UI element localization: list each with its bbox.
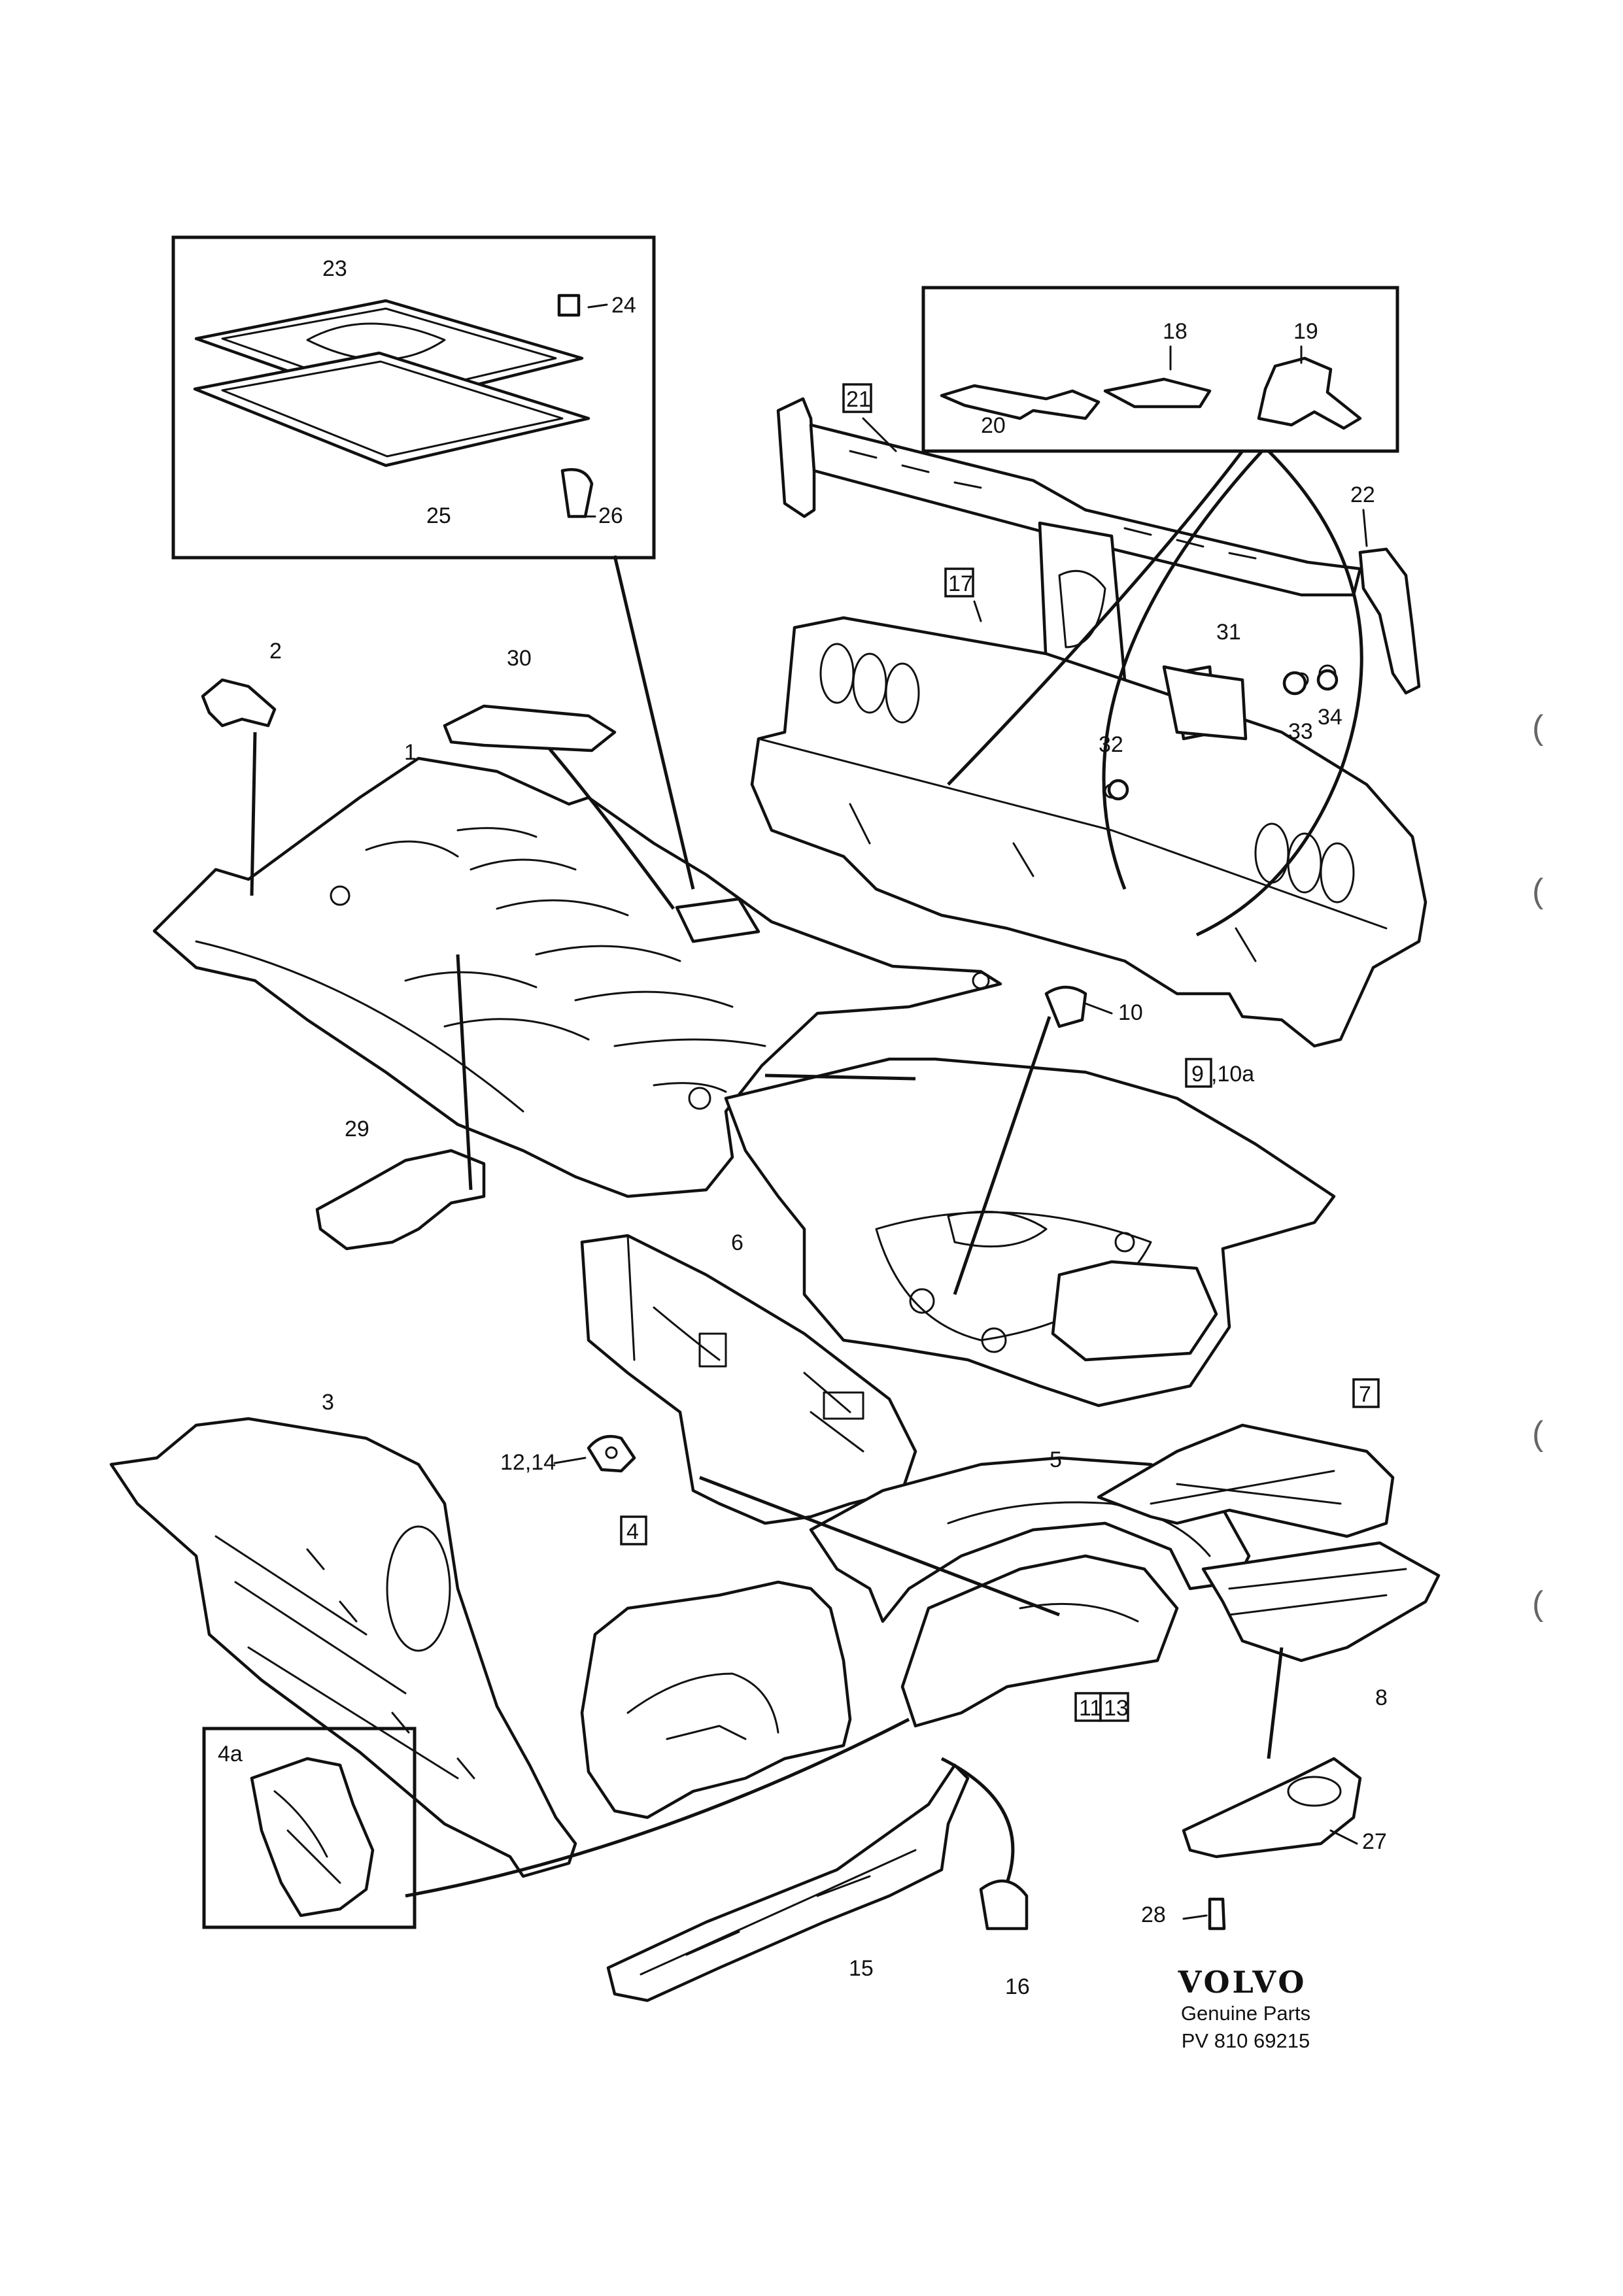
callout-29: 29	[345, 1117, 369, 1141]
callout-23: 23	[322, 256, 347, 281]
brackets-31-34	[1107, 665, 1339, 801]
inset-box-4a	[202, 1727, 417, 1929]
callout-34: 34	[1318, 705, 1342, 730]
callout-27: 27	[1362, 1829, 1387, 1854]
floor-panel	[152, 756, 1002, 1198]
callout-26: 26	[598, 503, 623, 528]
callout-2: 2	[269, 639, 282, 664]
callout-10a: ,10a	[1211, 1062, 1254, 1087]
callout-labels: 1 2 3 4 4a 5 6 7 8 9 ,10a 10 11 13 12,14…	[218, 256, 1388, 1999]
callout-28: 28	[1141, 1902, 1166, 1927]
bracket-2	[201, 678, 277, 728]
callout-9: 9	[1191, 1062, 1204, 1087]
callout-25: 25	[426, 503, 451, 528]
sill-member	[606, 1763, 970, 2002]
brand-name: VOLVO	[1178, 1965, 1307, 2000]
rear-floor-section	[1097, 1423, 1441, 1663]
callout-18: 18	[1163, 319, 1187, 344]
callout-21: 21	[846, 387, 871, 412]
inset-box-floor-cover	[171, 235, 656, 560]
callout-4a: 4a	[218, 1742, 243, 1766]
callout-4: 4	[626, 1519, 639, 1544]
callout-24: 24	[611, 293, 636, 318]
callout-11: 11	[1079, 1696, 1102, 1721]
grommet-16	[979, 1879, 1029, 1931]
callout-6: 6	[731, 1230, 743, 1255]
callout-3: 3	[322, 1390, 334, 1415]
callout-19: 19	[1293, 319, 1318, 344]
callout-30: 30	[507, 646, 532, 671]
volvo-logo: VOLVO Genuine Parts PV 810 69215	[1178, 1965, 1310, 2052]
svg-text:(: (	[1532, 1415, 1544, 1453]
drawing-code: PV 810 69215	[1182, 2029, 1310, 2052]
binding-marks: ( ( ( (	[1532, 709, 1544, 1623]
brand-subtitle: Genuine Parts	[1181, 2002, 1310, 2025]
callout-22: 22	[1350, 482, 1375, 507]
callout-8: 8	[1375, 1685, 1388, 1710]
leader-lines	[250, 450, 1363, 1898]
bracket-29	[315, 1149, 486, 1251]
callout-33: 33	[1288, 719, 1313, 744]
side-member	[580, 1234, 917, 1525]
side-panel	[109, 1417, 577, 1878]
callout-10: 10	[1118, 1000, 1143, 1025]
callout-15: 15	[849, 1956, 874, 1981]
inset-box-brackets	[921, 286, 1399, 453]
svg-text:(: (	[1532, 709, 1544, 747]
bracket-27	[1182, 1757, 1362, 1859]
callout-7: 7	[1359, 1382, 1371, 1407]
svg-text:(: (	[1532, 1585, 1544, 1623]
callout-13: 13	[1104, 1696, 1129, 1721]
callout-1: 1	[404, 740, 417, 765]
rear-crossmember	[776, 397, 1421, 695]
spare-wheel-well	[724, 985, 1336, 1408]
callout-5: 5	[1050, 1447, 1062, 1472]
screw-28	[1208, 1897, 1226, 1931]
clip-12-14	[587, 1434, 636, 1473]
inner-wheel-arch	[580, 1580, 852, 1819]
bracket-30	[443, 704, 617, 752]
callout-12-14: 12,14	[500, 1450, 556, 1475]
callout-32: 32	[1099, 732, 1123, 757]
svg-text:(: (	[1532, 872, 1544, 910]
callout-20: 20	[981, 413, 1006, 438]
callout-17: 17	[948, 571, 973, 596]
callout-31: 31	[1216, 620, 1241, 645]
callout-16: 16	[1005, 1974, 1030, 1999]
